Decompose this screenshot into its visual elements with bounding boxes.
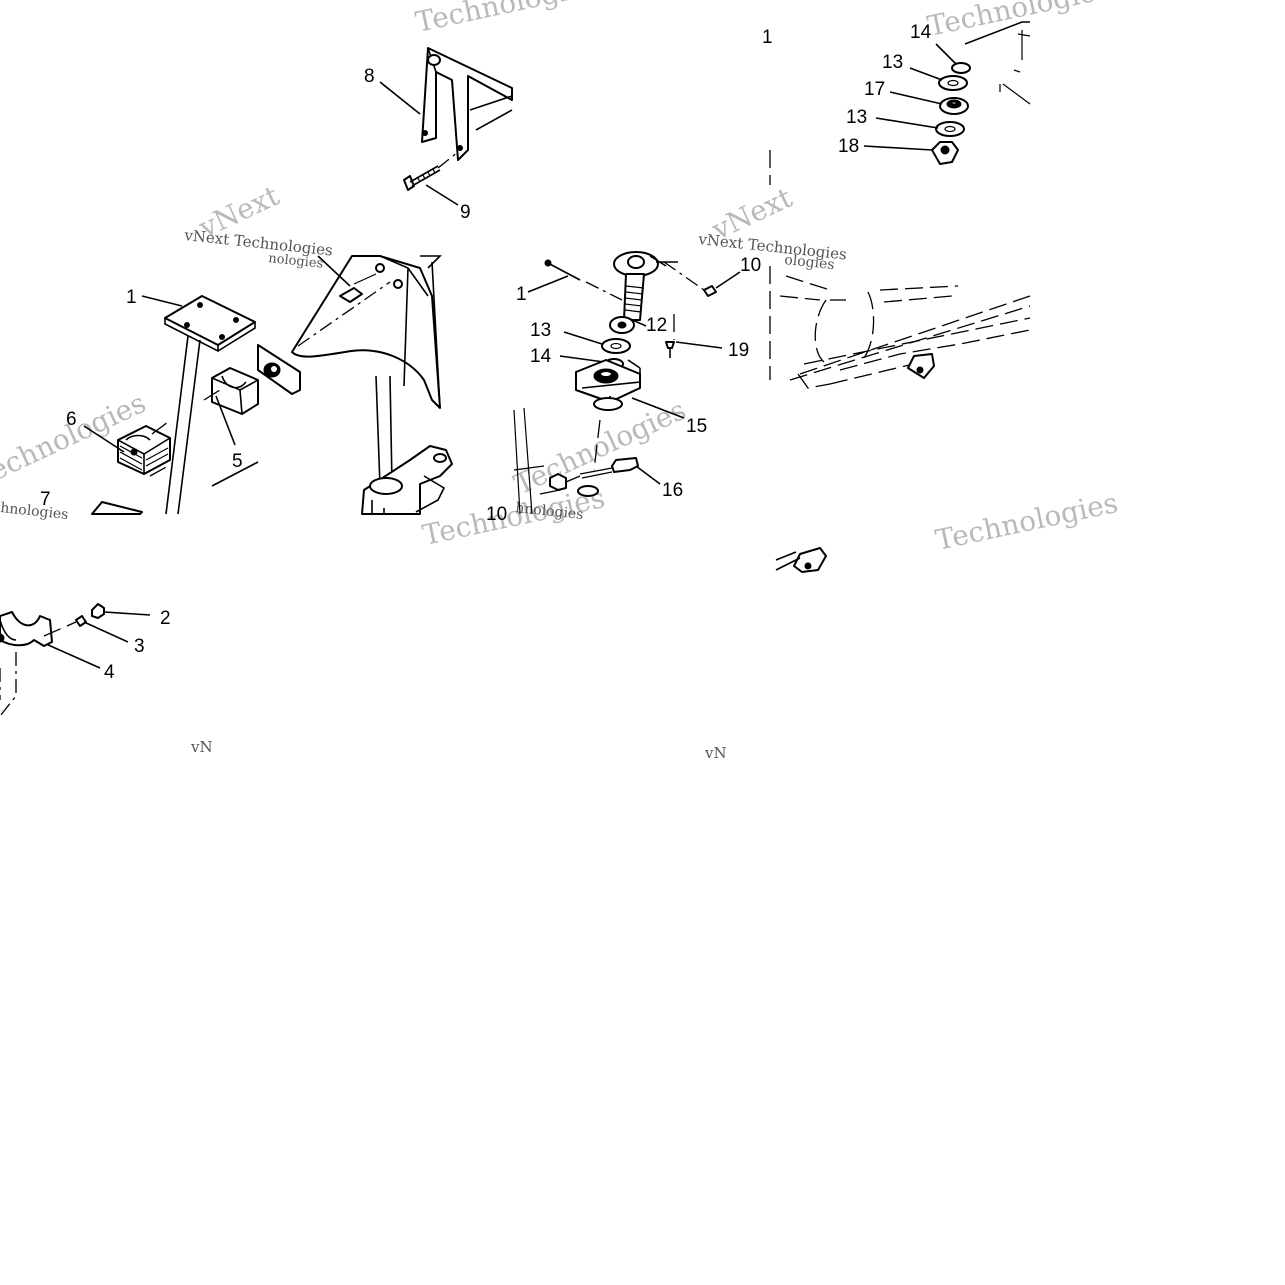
leader-line (675, 341, 723, 349)
clamp-group: 2 3 4 (0, 603, 171, 717)
shaft-assembly-group: 1 12 10 13 14 19 15 (486, 251, 761, 525)
leader-line (631, 397, 685, 419)
leader-line (379, 81, 421, 115)
leader-line (559, 355, 605, 363)
callout-1: 1 (762, 27, 773, 48)
shaft (623, 273, 645, 321)
clamp-part-4 (0, 611, 53, 647)
washer-part-3 (75, 615, 87, 627)
plate-part-1 (164, 295, 256, 346)
leader-line (215, 395, 236, 446)
bolt-part-16 (611, 457, 639, 473)
leader-line (635, 465, 661, 485)
nut-part-2 (91, 603, 105, 619)
callout-8: 8 (364, 66, 375, 87)
frame-edge (964, 21, 1030, 45)
leader-line (563, 331, 603, 345)
watermark: Technologies (413, 0, 601, 39)
callout-3: 3 (134, 636, 145, 657)
chassis-group (769, 266, 1031, 573)
bracket-8-group: 8 9 (364, 47, 513, 223)
watermark: Technologies (933, 486, 1121, 557)
leader-line (527, 275, 569, 293)
callout-9: 9 (460, 202, 471, 223)
centerline (437, 151, 459, 169)
bracket-hole (427, 54, 441, 66)
leader-line (83, 621, 129, 643)
callout-15: 15 (686, 416, 707, 437)
washer-part-13 (601, 338, 631, 354)
screw-part-19 (665, 341, 675, 349)
watermark: vN (704, 744, 727, 762)
leader-line (627, 317, 647, 327)
callout-13: 13 (846, 107, 867, 128)
callout-19: 19 (728, 340, 749, 361)
washer-stack-group: 1 14 13 17 13 18 (762, 21, 1031, 185)
callout-1: 1 (126, 287, 137, 308)
callout-7: 7 (40, 489, 51, 510)
washer-part-13 (938, 75, 968, 91)
callout-4: 4 (104, 662, 115, 683)
leader-line (141, 295, 183, 307)
steering-post-group: 1 5 6 7 (40, 287, 259, 515)
callout-13: 13 (882, 52, 903, 73)
callout-10: 10 (486, 504, 507, 525)
callout-1: 1 (516, 284, 527, 305)
callout-14: 14 (910, 22, 932, 43)
leader-line (909, 67, 943, 81)
washer-part-14 (951, 62, 971, 74)
watermark: nologies (268, 251, 324, 272)
callout-16: 16 (662, 480, 683, 501)
frame-edge (513, 407, 561, 515)
column-frame-group (257, 255, 453, 515)
watermark: Technologies (925, 0, 1113, 43)
leader-line (889, 91, 943, 105)
leader-line (935, 43, 957, 65)
bolt-part-9 (403, 165, 441, 191)
pin-part-1 (545, 261, 581, 281)
leader-line (103, 611, 151, 616)
callout-6: 6 (66, 409, 77, 430)
callout-14: 14 (530, 346, 552, 367)
block-part-6 (117, 425, 171, 475)
watermark: hnologies (0, 500, 69, 523)
callout-18: 18 (838, 136, 859, 157)
steering-shaft (165, 335, 201, 515)
bracket-hole (422, 130, 428, 136)
nut-part (549, 473, 567, 491)
leader-line (45, 643, 101, 669)
pedal-part (91, 501, 143, 515)
watermark: vN (190, 738, 213, 756)
steering-column (375, 375, 393, 487)
leader-line (83, 425, 125, 453)
callout-17: 17 (864, 79, 885, 100)
callout-5: 5 (232, 451, 243, 472)
leader-line (863, 145, 933, 151)
frame-panel (291, 255, 441, 409)
callout-13: 13 (530, 320, 551, 341)
frame-edge (999, 30, 1031, 105)
clip-part-10 (703, 285, 717, 297)
washer-part-13 (935, 121, 965, 137)
watermark: ologies (784, 252, 836, 273)
column-base (361, 445, 453, 515)
callout-12: 12 (646, 315, 667, 336)
callout-2: 2 (160, 608, 171, 629)
leader-line (715, 271, 741, 289)
chassis-bracket (907, 353, 935, 379)
callout-10: 10 (740, 255, 761, 276)
bracket-hole (457, 145, 463, 151)
chassis-bracket (793, 547, 827, 573)
leader-line (425, 184, 459, 206)
leader-line (875, 117, 939, 129)
